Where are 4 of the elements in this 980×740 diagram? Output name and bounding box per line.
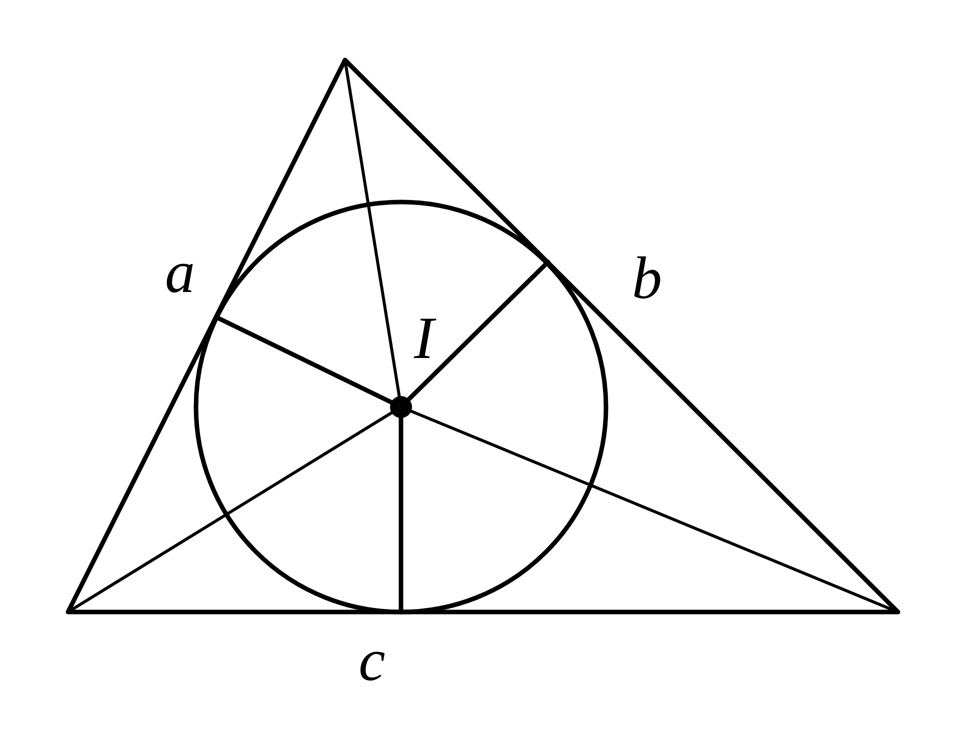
math-label: b [632,248,662,308]
math-label: c [358,630,386,690]
math-label: I [414,308,434,368]
math-label: a [165,242,195,302]
